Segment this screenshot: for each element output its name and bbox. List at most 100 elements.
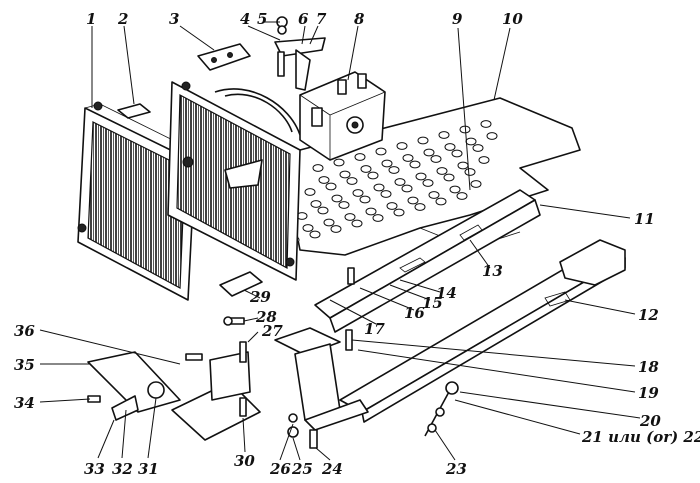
plate-hole bbox=[464, 168, 476, 176]
plate-hole bbox=[351, 219, 363, 228]
callout-20: 20 bbox=[639, 412, 661, 430]
callout-8: 8 bbox=[354, 10, 365, 28]
plate-hole bbox=[457, 161, 469, 170]
top-brackets bbox=[197, 16, 326, 91]
plate-hole bbox=[443, 173, 455, 182]
plate-hole bbox=[309, 230, 321, 239]
callout-23: 23 bbox=[445, 460, 467, 478]
callout-18: 18 bbox=[638, 358, 659, 376]
pin-23 bbox=[424, 381, 459, 437]
valve-block bbox=[299, 71, 386, 161]
plate-hole bbox=[360, 165, 372, 173]
plate-hole bbox=[330, 225, 342, 233]
bracket-29 bbox=[219, 271, 263, 297]
callout-10: 10 bbox=[502, 10, 523, 28]
plate-hole bbox=[480, 120, 492, 128]
callout-3: 3 bbox=[169, 10, 179, 28]
callout-34: 34 bbox=[14, 394, 35, 412]
plate-hole bbox=[396, 142, 408, 150]
callout-14: 14 bbox=[436, 284, 457, 302]
plate-hole bbox=[333, 158, 345, 167]
support-bracket bbox=[274, 327, 369, 449]
plate-hole bbox=[415, 172, 427, 181]
plate-hole bbox=[422, 179, 434, 187]
plate-hole bbox=[438, 131, 450, 139]
callout-25: 25 bbox=[291, 460, 313, 478]
plate-hole bbox=[394, 178, 406, 186]
callout-16: 16 bbox=[404, 304, 425, 322]
plate-hole bbox=[407, 196, 419, 205]
plate-hole bbox=[409, 160, 421, 169]
bracket-2 bbox=[117, 103, 151, 119]
plate-hole bbox=[417, 136, 429, 145]
callout-15: 15 bbox=[422, 294, 443, 312]
bracket-30 bbox=[171, 341, 261, 441]
plate-hole bbox=[478, 156, 490, 164]
plate-hole bbox=[331, 194, 343, 203]
plate-hole bbox=[318, 176, 330, 184]
plate-hole bbox=[465, 137, 477, 146]
callout-4: 4 bbox=[240, 10, 250, 28]
channel-bracket bbox=[314, 189, 541, 333]
plate-hole bbox=[451, 149, 463, 158]
plate-hole bbox=[302, 224, 314, 232]
callout-27: 27 bbox=[261, 322, 283, 340]
plate-hole bbox=[372, 214, 384, 222]
plate-hole bbox=[354, 153, 366, 161]
plate-hole bbox=[323, 218, 335, 227]
plate-hole bbox=[388, 166, 400, 174]
plate-hole bbox=[430, 155, 442, 163]
plate-hole bbox=[339, 170, 351, 179]
callout-36: 36 bbox=[14, 322, 35, 340]
plate-hole bbox=[367, 171, 379, 180]
plate-hole bbox=[365, 207, 377, 216]
plate-hole bbox=[444, 143, 456, 151]
plate-hole bbox=[359, 195, 371, 204]
plate-hole bbox=[304, 188, 316, 196]
plate-hole bbox=[325, 182, 337, 191]
callout-13: 13 bbox=[482, 262, 503, 280]
callout-12: 12 bbox=[638, 306, 659, 324]
callout-5: 5 bbox=[257, 10, 267, 28]
plate-hole bbox=[310, 200, 322, 208]
mounting-plate-left bbox=[87, 351, 181, 421]
callout-28: 28 bbox=[255, 308, 277, 326]
callout-31: 31 bbox=[138, 460, 159, 478]
callout-1: 1 bbox=[86, 10, 96, 28]
plate-hole bbox=[428, 191, 440, 199]
plate-hole bbox=[414, 203, 426, 211]
plate-hole bbox=[317, 206, 329, 215]
callout-labels: 1 2 3 4 5 6 7 8 9 10 11 12 13 14 15 16 1… bbox=[14, 10, 700, 478]
callout-17: 17 bbox=[364, 320, 385, 338]
callout-32: 32 bbox=[112, 460, 133, 478]
plate-hole bbox=[449, 185, 461, 194]
radiator-front bbox=[77, 101, 206, 301]
plate-hole bbox=[435, 197, 447, 206]
plate-hole bbox=[346, 177, 358, 185]
callout-19: 19 bbox=[638, 384, 659, 402]
callout-29: 29 bbox=[249, 288, 271, 306]
plate-hole bbox=[375, 147, 387, 156]
plate-hole bbox=[401, 184, 413, 193]
callout-35: 35 bbox=[14, 356, 35, 374]
plate-hole bbox=[352, 189, 364, 197]
plate-hole bbox=[470, 180, 482, 188]
plate-hole bbox=[380, 190, 392, 198]
plate-hole bbox=[386, 202, 398, 210]
plate-hole bbox=[472, 144, 484, 152]
plate-hole bbox=[456, 192, 468, 200]
long-beam bbox=[339, 239, 626, 423]
callout-26: 26 bbox=[269, 460, 291, 478]
callout-21-22: 21 или (or) 22 bbox=[581, 428, 700, 446]
plate-hole bbox=[338, 201, 350, 209]
callout-30: 30 bbox=[234, 452, 255, 470]
plate-hole bbox=[436, 167, 448, 175]
plate-hole bbox=[486, 132, 498, 140]
plate-hole bbox=[373, 183, 385, 192]
plate-hole bbox=[402, 154, 414, 162]
callout-6: 6 bbox=[298, 10, 309, 28]
callout-24: 24 bbox=[321, 460, 343, 478]
plate-hole bbox=[393, 208, 405, 217]
